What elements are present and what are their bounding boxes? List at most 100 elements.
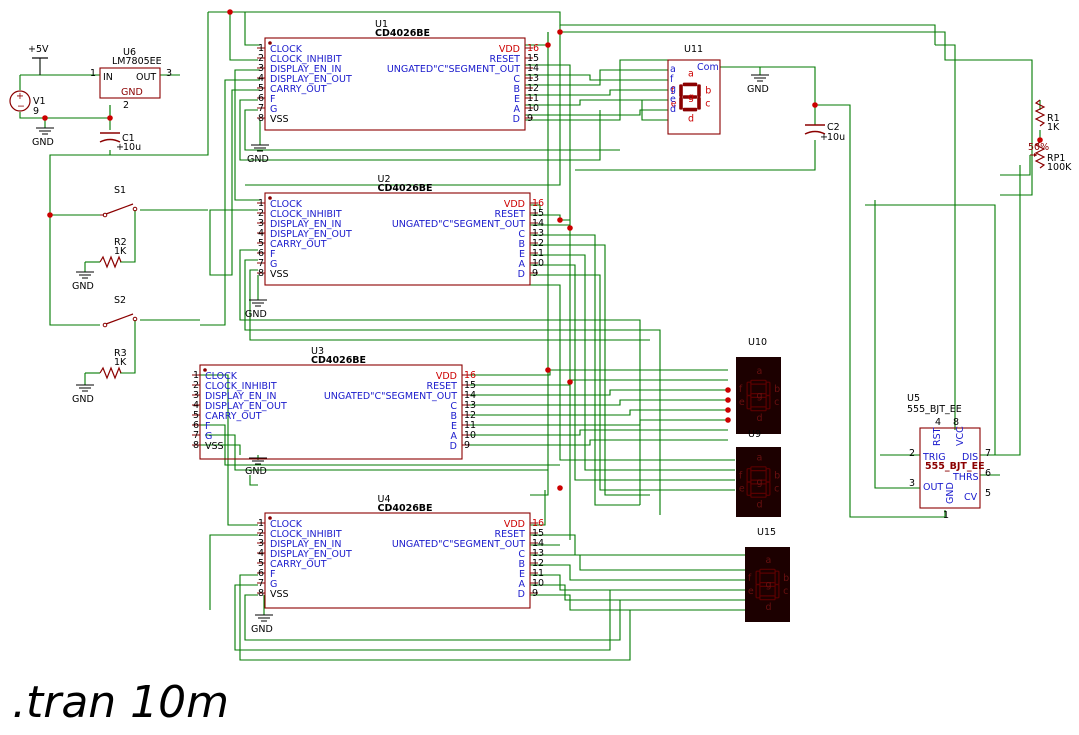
pin-number: 4 — [258, 73, 264, 84]
pin-label-left: F — [270, 94, 275, 105]
pin-number: 5 — [193, 410, 199, 421]
segment-letter: d — [766, 602, 772, 613]
pin-label-right: D — [450, 441, 457, 452]
svg-text:+: + — [820, 132, 828, 143]
pin-label-left: DISPLAY_EN_IN — [270, 539, 341, 550]
rp1-value: 100K — [1047, 162, 1072, 173]
pin-number: 11 — [532, 568, 544, 579]
pin-number: 16 — [464, 370, 476, 381]
c1-value: 10u — [123, 142, 141, 153]
pin-number: 15 — [527, 53, 539, 64]
pin-label-right: UNGATED"C"SEGMENT_OUT — [387, 64, 520, 75]
chip-part: CD4026BE — [375, 28, 430, 39]
pin-label-right: UNGATED"C"SEGMENT_OUT — [324, 391, 457, 402]
pin-label-left: CARRY_OUT — [270, 239, 327, 250]
junction-dots — [42, 9, 1043, 491]
pin-label-left: CARRY_OUT — [270, 84, 327, 95]
wires — [19, 11, 1041, 661]
pin-label-left: DISPLAY_EN_IN — [270, 64, 341, 75]
segment-letter: f — [739, 470, 743, 481]
pin-label-left: CLOCK — [270, 199, 303, 210]
u5-n-trig: 2 — [909, 448, 915, 459]
u5-n-rst: 4 — [935, 417, 941, 428]
pin-number: 2 — [258, 53, 264, 64]
v1-source: + − V1 9 — [9, 90, 46, 117]
pin-number: 3 — [193, 390, 199, 401]
pin-label-left: DISPLAY_EN_IN — [270, 219, 341, 230]
v1-value: 9 — [33, 106, 39, 117]
pin-label-right: B — [513, 84, 520, 95]
segment-g — [750, 479, 767, 485]
r2-value: 1K — [114, 246, 127, 257]
pin-number: 8 — [258, 113, 264, 124]
svg-text:+: + — [16, 91, 24, 102]
pin-number: 13 — [532, 548, 544, 559]
pin-number: 7 — [193, 430, 199, 441]
pin-label-right: C — [513, 74, 520, 85]
chip-part: CD4026BE — [311, 355, 366, 366]
pin-number: 14 — [464, 390, 476, 401]
segment-g — [682, 95, 698, 99]
pin-number: 15 — [532, 528, 544, 539]
pin-number: 15 — [464, 380, 476, 391]
pin-number: 14 — [532, 218, 544, 229]
segment-letter: c — [783, 586, 788, 597]
r1-value: 1K — [1047, 122, 1060, 133]
u5-n-vcc: 8 — [953, 417, 959, 428]
segment-f — [755, 570, 761, 586]
segment-letter: f — [739, 384, 743, 395]
u5-ref: U5 — [907, 393, 920, 404]
gnd-label: GND — [251, 624, 273, 635]
s1-switch: S1 — [100, 185, 138, 218]
pin-label-left: G — [205, 431, 212, 442]
power-rail-label: +5V — [28, 44, 49, 55]
r3-ref: R3 — [114, 348, 127, 359]
u5-pin-thrs: THRS — [952, 472, 979, 483]
pin-label-right: C — [518, 549, 525, 560]
pin-label-left: CLOCK_INHIBIT — [205, 381, 277, 392]
gnd-label: GND — [747, 84, 769, 95]
chip-ref: U4 — [378, 494, 391, 505]
pin-number: 16 — [532, 518, 544, 529]
u5-n-dis: 7 — [985, 448, 991, 459]
pin-letter: d — [670, 104, 676, 115]
tran-directive[interactable]: .tran 10m — [12, 677, 229, 728]
pin-label-right: B — [518, 559, 525, 570]
pin-label-left: DISPLAY_EN_OUT — [270, 229, 352, 240]
u6-pin-out: OUT — [136, 72, 156, 83]
chip-part: CD4026BE — [378, 503, 433, 514]
chip-part: CD4026BE — [378, 183, 433, 194]
c1-capacitor: C1 + 10u — [99, 132, 141, 153]
pin-label-left: VSS — [270, 589, 289, 600]
pin-label-right: VDD — [499, 44, 520, 55]
u5-pin-gnd: GND — [945, 482, 956, 504]
pin-number: 1 — [258, 198, 264, 209]
u5-pin-trig: TRIG — [922, 452, 946, 463]
pin-label-right: E — [519, 249, 525, 260]
pin-label-left: G — [270, 579, 277, 590]
segment-letter: a — [757, 366, 763, 377]
pin-number: 11 — [532, 248, 544, 259]
u6-part: LM7805EE — [112, 56, 162, 67]
svg-text:−: − — [17, 101, 25, 112]
pin-number: 2 — [258, 528, 264, 539]
gnd-label: GND — [72, 281, 94, 292]
segment-a — [682, 82, 698, 87]
gnd-symbols: GND GND GND GND GND GND GND GND — [32, 74, 769, 635]
pin-label-right: E — [514, 94, 520, 105]
u5-pin-vcc: VCC — [955, 426, 966, 446]
pin-number: 7 — [258, 258, 264, 269]
segment-letter: g — [766, 580, 772, 591]
segment-letter: a — [688, 68, 694, 79]
pin-label-right: A — [519, 579, 526, 590]
chip-ref: U1 — [375, 19, 388, 30]
segment-letter: f — [748, 573, 752, 584]
pin-label-right: UNGATED"C"SEGMENT_OUT — [392, 219, 525, 230]
gnd-label: GND — [245, 309, 267, 320]
u6-n2: 2 — [123, 100, 129, 111]
